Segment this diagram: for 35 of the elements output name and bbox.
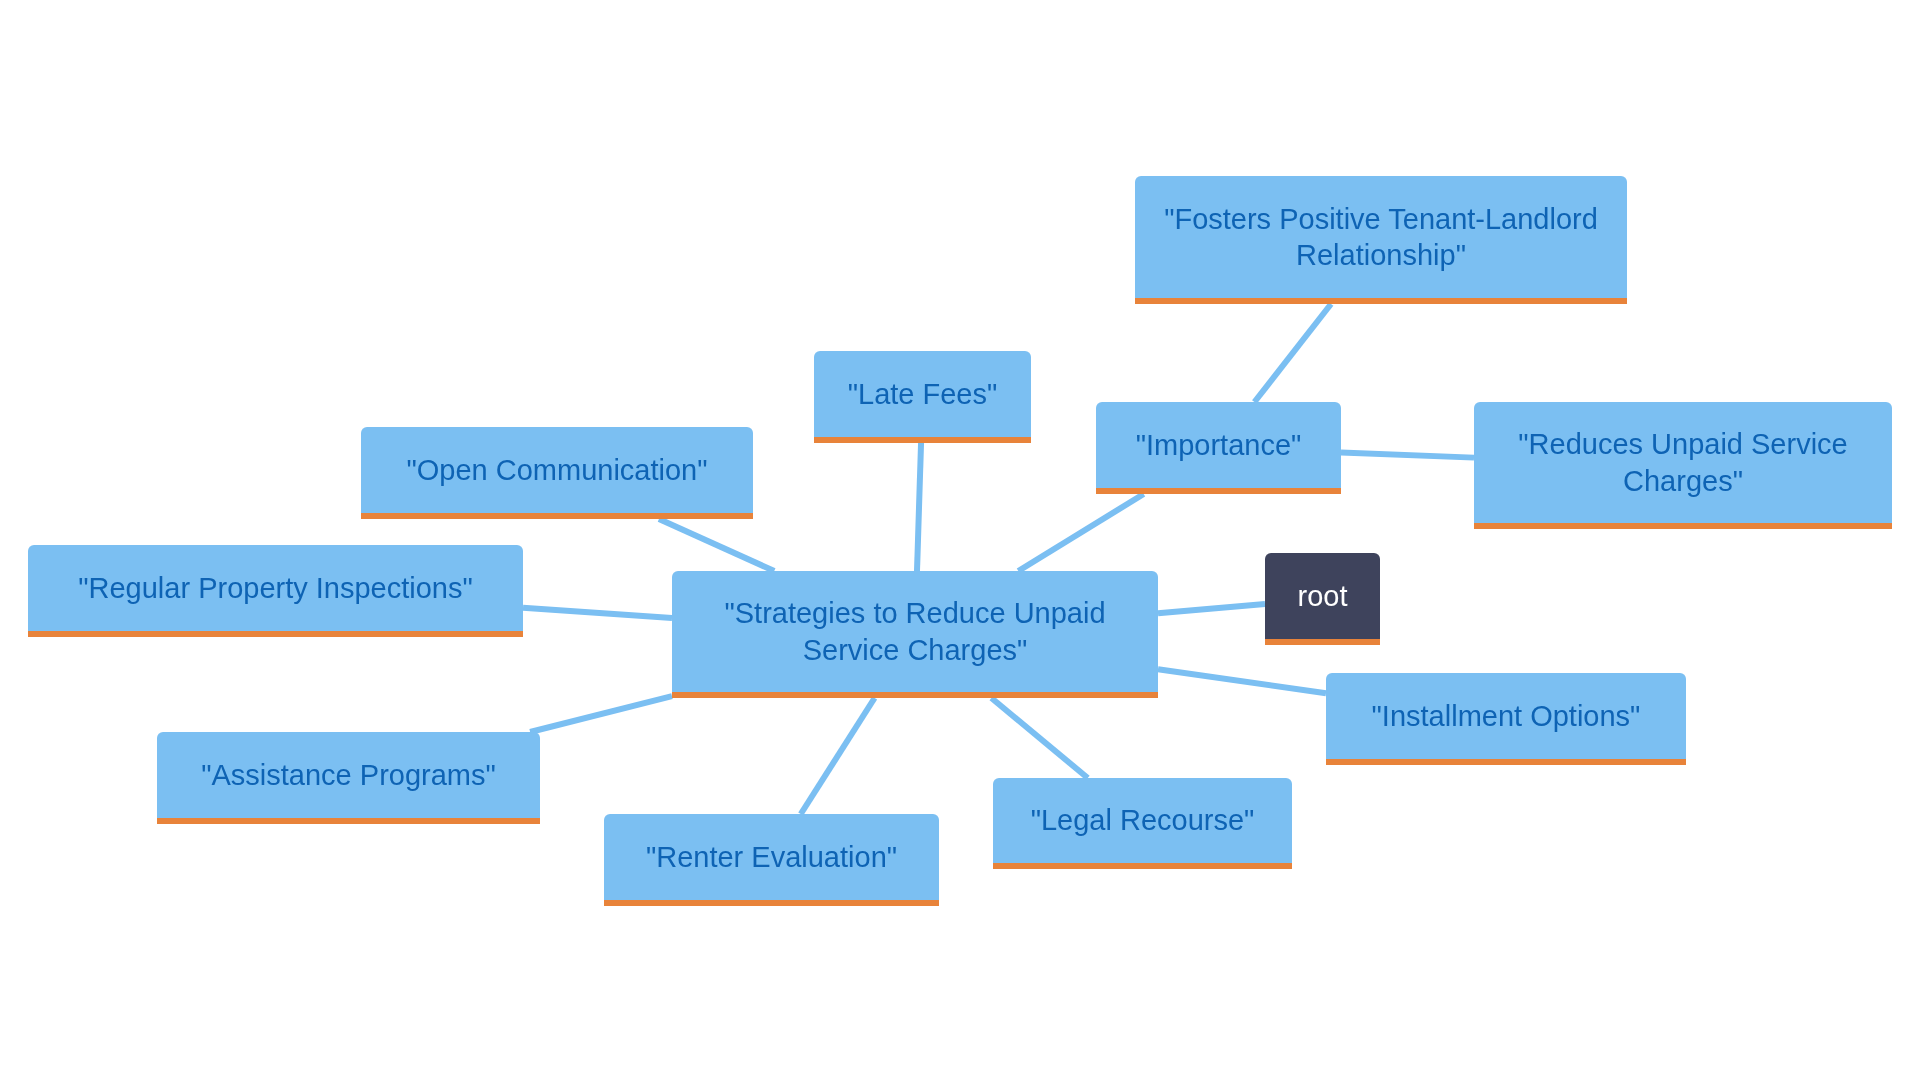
connector-line [914, 442, 925, 572]
node-label: "Assistance Programs" [201, 757, 496, 793]
topic-box [361, 427, 753, 519]
topic-box [1474, 402, 1892, 529]
topic-box [1135, 176, 1627, 304]
topic-box [604, 814, 939, 906]
root-node [1265, 553, 1380, 645]
connector-line [1252, 302, 1334, 404]
node-label: "Installment Options" [1371, 698, 1641, 734]
topic-box [157, 732, 540, 824]
node-label: "Importance" [1135, 427, 1302, 463]
connector-line [1016, 491, 1146, 574]
node-label: "Reduces Unpaid Service Charges" [1517, 427, 1849, 499]
connector-line [1157, 666, 1327, 697]
node-label: root [1297, 578, 1348, 614]
node-label: "Regular Property Inspections" [78, 570, 473, 606]
node-label: "Legal Recourse" [1030, 803, 1255, 839]
topic-box [1096, 402, 1341, 494]
connector-line [989, 695, 1090, 781]
connector-line [1340, 449, 1475, 461]
topic-box [814, 351, 1031, 443]
connector-line [657, 516, 776, 574]
topic-box [28, 545, 523, 637]
connector-line [529, 693, 673, 735]
topic-box [1326, 673, 1686, 765]
connector-line [522, 604, 673, 621]
node-label: "Strategies to Reduce Unpaid Service Charges" [723, 596, 1107, 668]
connector-line [798, 696, 878, 816]
topic-box [993, 778, 1292, 869]
topic-box [672, 571, 1158, 698]
node-label: "Open Communication" [406, 452, 708, 488]
connector-line [1157, 601, 1266, 617]
node-label: "Fosters Positive Tenant-Landlord Relationship" [1163, 201, 1599, 273]
node-label: "Renter Evaluation" [645, 839, 898, 875]
node-label: "Late Fees" [847, 376, 998, 412]
